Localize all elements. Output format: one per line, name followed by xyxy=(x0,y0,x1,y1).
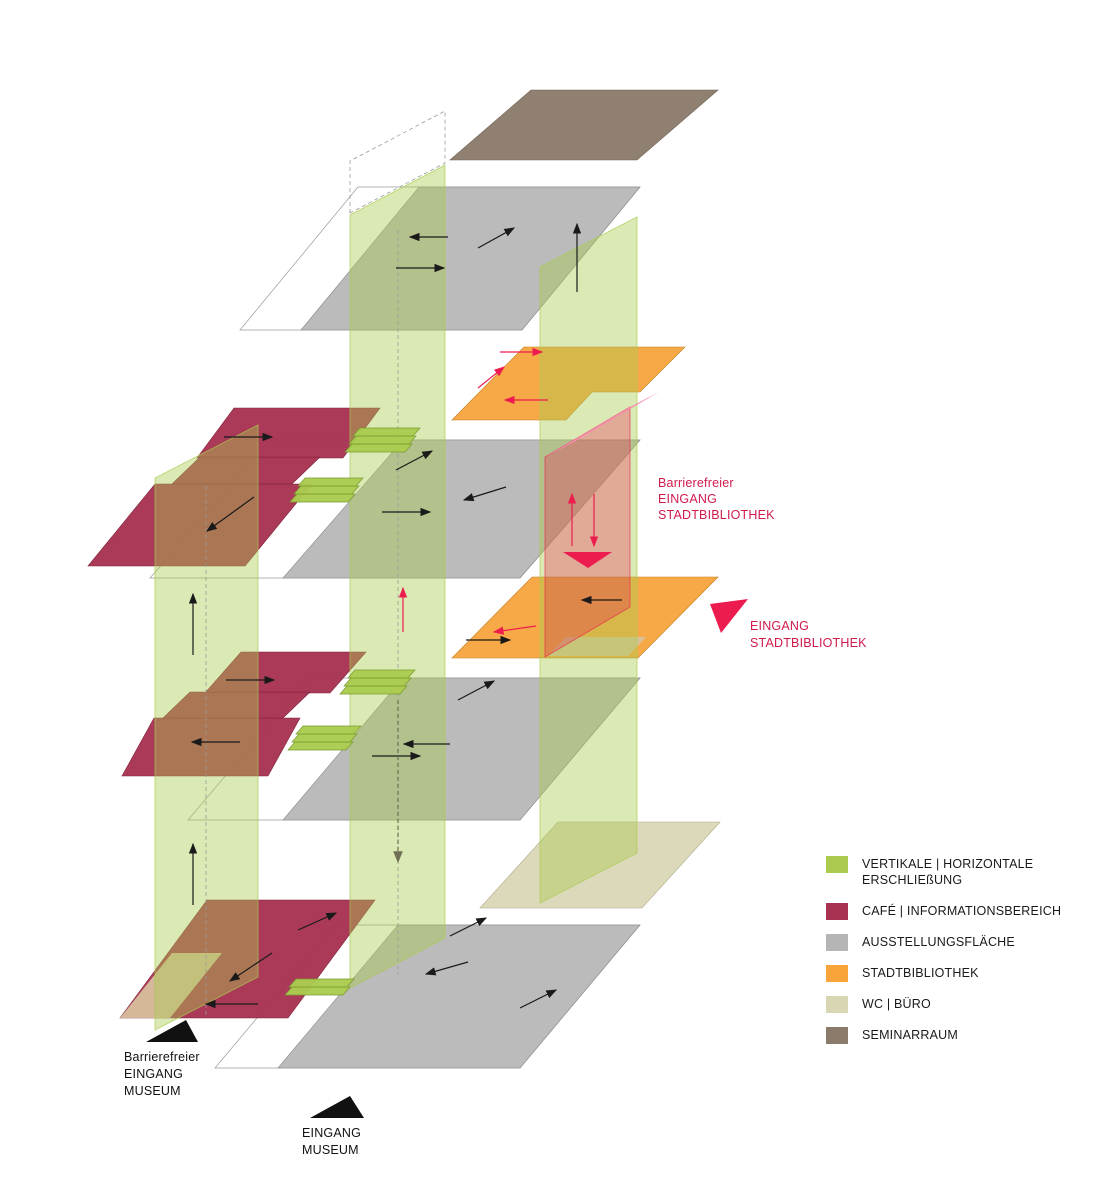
stairs-mid-left xyxy=(287,725,362,751)
flow-arrow xyxy=(424,961,469,976)
flow-arrow-red xyxy=(477,366,505,389)
shaft-middle-hidden-outline xyxy=(349,110,446,214)
legend-item-ausstellung: AUSSTELLUNGSFLÄCHE xyxy=(826,933,1061,951)
shaft-vertical-left xyxy=(154,424,259,1031)
stair-step xyxy=(339,685,408,695)
entrance-marker-museum-accessible-icon xyxy=(146,1020,198,1042)
stair-step xyxy=(347,669,416,679)
flow-arrow xyxy=(449,917,488,937)
stair-step xyxy=(343,677,412,687)
legend-swatch-beige xyxy=(826,995,848,1013)
stairs-upper-right xyxy=(344,427,421,453)
plane-exhibition-lower xyxy=(282,677,641,821)
flow-arrows-red xyxy=(398,347,599,635)
shaft-library-accessible-top-face xyxy=(545,392,659,457)
label-barrierefrei-museum-line1: Barrierefreier xyxy=(124,1050,200,1064)
stair-step xyxy=(284,986,351,996)
legend-swatch-green xyxy=(826,856,848,873)
stair-step xyxy=(297,477,364,487)
legend-label: WC | BÜRO xyxy=(862,996,931,1011)
entrance-marker-library-accessible-icon xyxy=(563,552,612,568)
entrance-marker-museum-icon xyxy=(310,1096,364,1118)
shaft-vertical-middle xyxy=(349,164,446,989)
plane-exhibition-upper xyxy=(300,186,641,331)
plane-exhibition-middle xyxy=(282,439,641,579)
stair-step xyxy=(295,725,362,735)
stairs-upper-left xyxy=(289,477,364,503)
legend: VERTIKALE | HORIZONTALE ERSCHLIEßUNG CAF… xyxy=(826,856,1061,1044)
label-barrierefrei-bibliothek-line1: Barrierefreier xyxy=(658,476,734,490)
legend-label: VERTIKALE | HORIZONTALE xyxy=(862,857,1034,871)
legend-label: SEMINARRAUM xyxy=(862,1027,958,1042)
legend-item-seminarraum: SEMINARRAUM xyxy=(826,1026,1061,1044)
legend-item-wc-buero: WC | BÜRO xyxy=(826,995,1061,1013)
stair-step xyxy=(287,741,354,751)
legend-item-erschliessung: VERTIKALE | HORIZONTALE ERSCHLIEßUNG xyxy=(826,856,1061,889)
plane-exhibition-ground xyxy=(277,924,641,1069)
label-barrierefrei-bibliothek-line3: STADTBIBLIOTHEK xyxy=(658,508,775,522)
flow-arrow xyxy=(229,952,273,982)
legend-swatch-gray xyxy=(826,933,848,951)
flow-arrows-black xyxy=(188,222,622,1009)
legend-label: STADTBIBLIOTHEK xyxy=(862,965,979,980)
legend-swatch-crimson xyxy=(826,902,848,920)
plane-library-lower xyxy=(451,576,719,659)
stair-step xyxy=(291,733,358,743)
stairs-mid-right xyxy=(339,669,416,695)
stairs-ground xyxy=(284,978,355,996)
stair-step xyxy=(348,435,417,445)
stair-step xyxy=(288,978,355,988)
flow-arrow xyxy=(519,989,558,1009)
label-eingang-museum-line2: MUSEUM xyxy=(302,1143,359,1157)
flow-arrow xyxy=(395,450,434,471)
legend-item-cafe: CAFÉ | INFORMATIONSBEREICH xyxy=(826,902,1062,920)
plane-seminarraum xyxy=(449,89,719,161)
legend-swatch-brown xyxy=(826,1026,848,1044)
stair-step xyxy=(293,485,360,495)
plane-library-lower-service xyxy=(548,637,646,656)
label-eingang-museum-line1: EINGANG xyxy=(302,1126,361,1140)
legend-item-stadtbibliothek: STADTBIBLIOTHEK xyxy=(826,964,1061,982)
stair-step xyxy=(289,493,356,503)
legend-label: ERSCHLIEßUNG xyxy=(862,873,963,888)
flow-arrow xyxy=(462,486,507,502)
legend-label: AUSSTELLUNGSFLÄCHE xyxy=(862,934,1015,949)
stair-step xyxy=(344,443,413,453)
label-barrierefrei-museum-line2: EINGANG xyxy=(124,1067,183,1081)
flow-arrow xyxy=(457,680,496,701)
label-eingang-bibliothek-line1: EINGANG xyxy=(750,619,809,633)
label-barrierefrei-museum-line3: MUSEUM xyxy=(124,1084,181,1098)
label-eingang-bibliothek-line2: STADTBIBLIOTHEK xyxy=(750,636,867,650)
legend-label: CAFÉ | INFORMATIONSBEREICH xyxy=(862,903,1062,918)
flow-arrow xyxy=(206,496,255,532)
flow-arrow xyxy=(477,227,516,249)
label-barrierefrei-bibliothek-line2: EINGANG xyxy=(658,492,717,506)
entrance-marker-library-icon xyxy=(710,599,748,633)
flow-arrow-red xyxy=(492,625,537,635)
flow-arrow xyxy=(297,912,338,931)
stair-step xyxy=(352,427,421,437)
plane-cafe-ground-service xyxy=(120,953,222,1018)
legend-swatch-orange xyxy=(826,964,848,982)
plane-cafe-mid-main xyxy=(121,717,301,777)
